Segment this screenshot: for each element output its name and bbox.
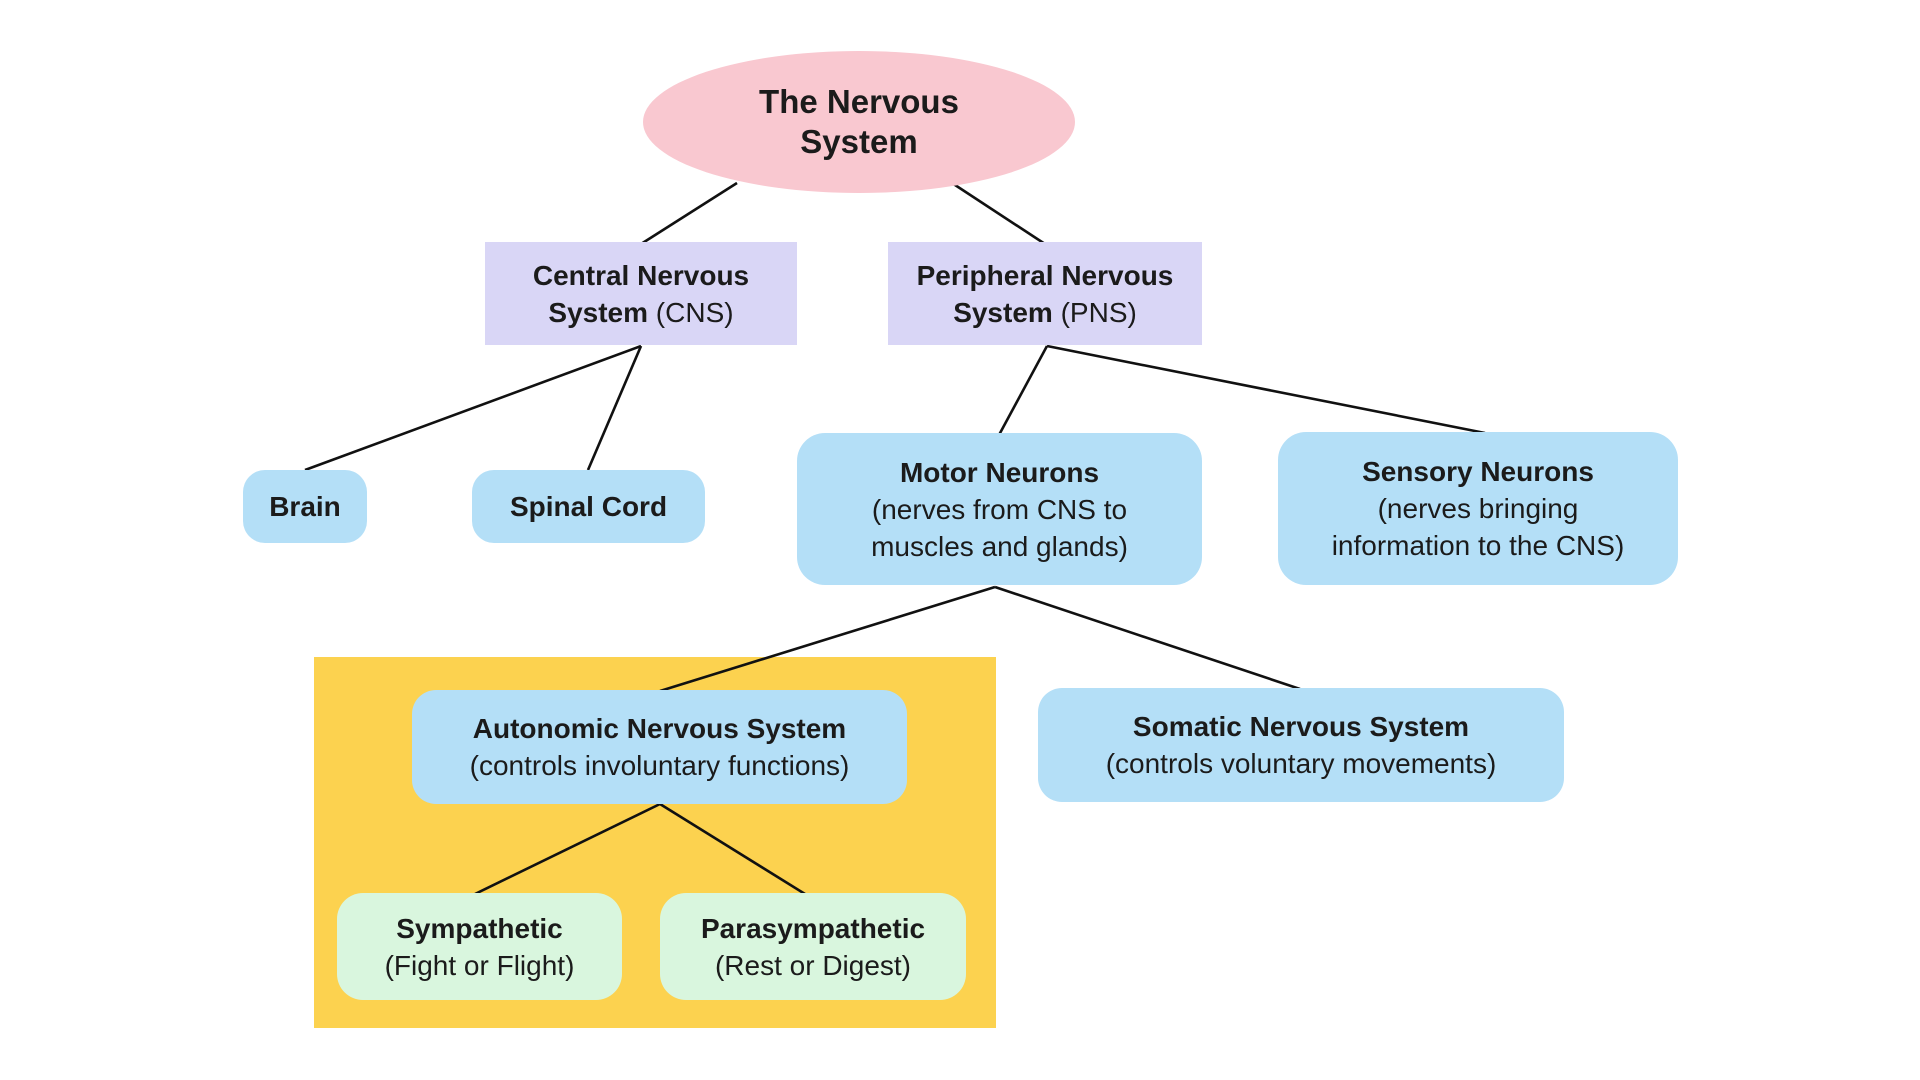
root-label-line2: System	[800, 123, 918, 160]
spinal-cord-label: Spinal Cord	[509, 491, 668, 522]
edge-autonomic-sympathetic	[474, 802, 661, 896]
node-motor-neurons: Motor Neurons (nerves from CNS to muscle…	[797, 433, 1202, 585]
sympathetic-sub: (Fight or Flight)	[384, 949, 575, 981]
sympathetic-title: Sympathetic	[396, 912, 563, 944]
node-central-nervous-system: Central Nervous System (CNS)	[485, 242, 797, 345]
node-sympathetic: Sympathetic (Fight or Flight)	[337, 893, 622, 1000]
cns-label-line1: Central Nervous	[532, 259, 750, 291]
root-label-line1: The Nervous	[759, 83, 959, 120]
node-sensory-neurons: Sensory Neurons (nerves bringing informa…	[1278, 432, 1678, 585]
node-autonomic-nervous-system: Autonomic Nervous System (controls invol…	[412, 690, 907, 804]
sensory-neurons-sub1: (nerves bringing	[1377, 493, 1579, 524]
edge-cns-spinal	[586, 345, 643, 471]
motor-neurons-sub2: muscles and glands)	[871, 530, 1128, 562]
node-brain: Brain	[243, 470, 367, 543]
somatic-sub: (controls voluntary movements)	[1105, 748, 1497, 779]
edge-pns-motor	[997, 345, 1049, 436]
sensory-neurons-title: Sensory Neurons	[1362, 456, 1594, 487]
motor-neurons-title: Motor Neurons	[899, 456, 1100, 488]
node-the-nervous-system: The Nervous System	[643, 51, 1075, 193]
edge-root-pns	[951, 181, 1046, 246]
sensory-neurons-sub2: information to the CNS)	[1331, 530, 1625, 561]
node-peripheral-nervous-system: Peripheral Nervous System (PNS)	[888, 242, 1202, 345]
edge-motor-somatic	[994, 585, 1301, 691]
motor-neurons-sub1: (nerves from CNS to	[871, 493, 1128, 525]
edge-pns-sensory	[1046, 344, 1486, 435]
brain-label: Brain	[269, 491, 341, 522]
autonomic-title: Autonomic Nervous System	[472, 713, 847, 744]
edge-autonomic-parasympathetic	[659, 802, 806, 896]
parasympathetic-sub: (Rest or Digest)	[714, 949, 912, 981]
node-somatic-nervous-system: Somatic Nervous System (controls volunta…	[1038, 688, 1564, 802]
node-spinal-cord: Spinal Cord	[472, 470, 705, 543]
edge-motor-autonomic	[659, 585, 996, 693]
pns-label-line2: System (PNS)	[953, 296, 1137, 328]
pns-label-line1: Peripheral Nervous	[916, 259, 1174, 291]
cns-label-line2: System (CNS)	[548, 296, 734, 328]
edge-cns-brain	[304, 344, 642, 472]
parasympathetic-title: Parasympathetic	[700, 912, 926, 944]
edge-root-cns	[640, 181, 738, 246]
autonomic-sub: (controls involuntary functions)	[469, 750, 850, 781]
somatic-title: Somatic Nervous System	[1132, 711, 1470, 742]
node-parasympathetic: Parasympathetic (Rest or Digest)	[660, 893, 966, 1000]
